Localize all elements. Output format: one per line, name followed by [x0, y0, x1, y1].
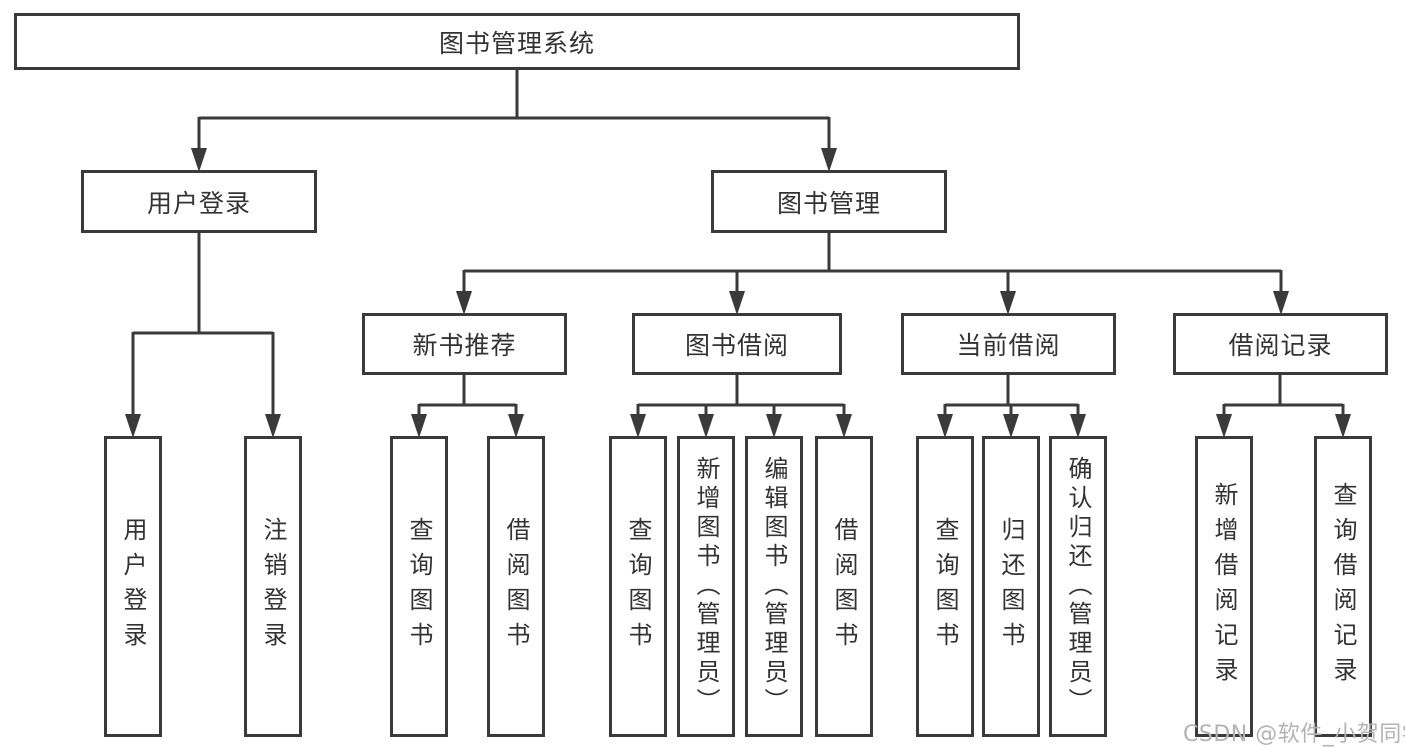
leaf-records-query-record: 查询借阅记录: [1314, 436, 1372, 737]
node-book-borrowing-label: 图书借阅: [684, 331, 789, 360]
leaf-current-query-books-label: 查询图书: [931, 516, 959, 657]
node-current-borrowing: 当前借阅: [901, 313, 1116, 375]
node-new-book-recommendation: 新书推荐: [362, 313, 567, 375]
leaf-current-confirm-return-admin-label: 确认归还（管理员）: [1064, 456, 1092, 717]
leaf-borrow-borrow-books: 借阅图书: [815, 436, 873, 737]
leaf-borrow-add-books-admin: 新增图书（管理员）: [677, 436, 735, 737]
leaf-user-login: 用户登录: [104, 436, 162, 737]
leaf-current-return-books: 归还图书: [982, 436, 1040, 737]
leaf-borrow-query-books: 查询图书: [609, 436, 667, 737]
node-user-login-label: 用户登录: [146, 188, 251, 218]
leaf-current-query-books: 查询图书: [916, 436, 974, 737]
leaf-borrow-borrow-books-label: 借阅图书: [830, 516, 858, 657]
leaf-logout: 注销登录: [244, 436, 302, 737]
node-current-borrowing-label: 当前借阅: [956, 331, 1061, 360]
leaf-newbookrec-borrow-books: 借阅图书: [487, 436, 545, 737]
node-root-label: 图书管理系统: [438, 28, 595, 58]
node-borrowing-records-label: 借阅记录: [1228, 331, 1333, 360]
leaf-current-return-books-label: 归还图书: [997, 516, 1025, 657]
leaf-current-confirm-return-admin: 确认归还（管理员）: [1049, 436, 1107, 737]
node-new-book-recommendation-label: 新书推荐: [412, 331, 517, 360]
node-book-borrowing: 图书借阅: [632, 313, 842, 375]
leaf-borrow-add-books-admin-label: 新增图书（管理员）: [692, 456, 720, 717]
csdn-watermark: CSDN @软件_小贺同学: [1183, 722, 1405, 747]
node-user-login: 用户登录: [81, 170, 317, 233]
leaf-records-add-record-label: 新增借阅记录: [1210, 481, 1238, 692]
leaf-records-add-record: 新增借阅记录: [1195, 436, 1253, 737]
node-borrowing-records: 借阅记录: [1173, 313, 1388, 375]
arrowheads: [125, 148, 1351, 438]
leaf-borrow-edit-books-admin: 编辑图书（管理员）: [745, 436, 803, 737]
leaf-newbookrec-borrow-books-label: 借阅图书: [502, 516, 530, 657]
node-book-management: 图书管理: [711, 170, 947, 233]
leaf-newbookrec-query-books-label: 查询图书: [405, 516, 433, 657]
leaf-borrow-query-books-label: 查询图书: [624, 516, 652, 657]
leaf-logout-label: 注销登录: [259, 516, 287, 657]
leaf-records-query-record-label: 查询借阅记录: [1329, 481, 1357, 692]
node-book-management-label: 图书管理: [776, 188, 881, 218]
leaf-user-login-label: 用户登录: [119, 516, 147, 657]
node-root: 图书管理系统: [14, 13, 1020, 70]
leaf-borrow-edit-books-admin-label: 编辑图书（管理员）: [760, 456, 788, 717]
leaf-newbookrec-query-books: 查询图书: [390, 436, 448, 737]
